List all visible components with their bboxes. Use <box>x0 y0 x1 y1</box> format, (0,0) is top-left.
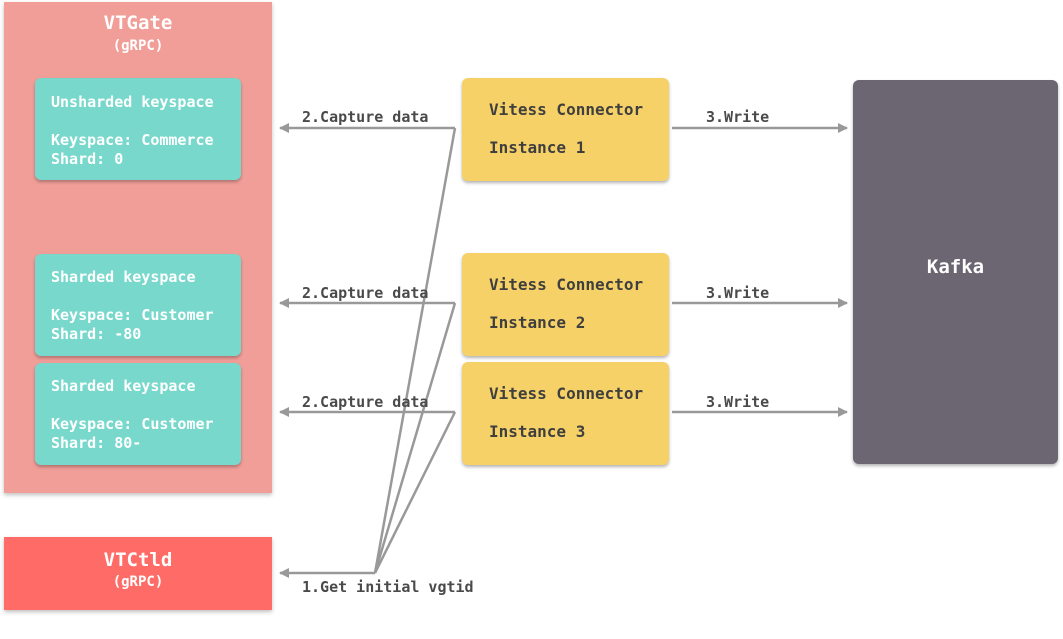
keyspace-name: Keyspace: Commerce <box>51 131 214 149</box>
keyspace-type: Sharded keyspace <box>51 377 196 395</box>
connector-instance: Instance 1 <box>489 138 586 157</box>
vtgate-box: VTGate (gRPC) Unsharded keyspace Keyspac… <box>4 2 272 493</box>
keyspace-box-customer-2: Sharded keyspace Keyspace: Customer Shar… <box>35 363 241 465</box>
vtgate-subtitle: (gRPC) <box>112 38 164 54</box>
diagonal-line-2 <box>373 302 457 574</box>
connector-name: Vitess Connector <box>489 384 644 403</box>
connector-name: Vitess Connector <box>489 100 644 119</box>
capture-label-3: 2.Capture data <box>302 393 429 411</box>
kafka-box: Kafka <box>853 80 1058 464</box>
write-label-3: 3.Write <box>706 393 770 411</box>
keyspace-box-customer-1: Sharded keyspace Keyspace: Customer Shar… <box>35 254 241 356</box>
write-label-2: 3.Write <box>706 284 770 302</box>
vtctld-title: VTCtld <box>103 549 173 571</box>
connector-name: Vitess Connector <box>489 275 644 294</box>
keyspace-shard: Shard: -80 <box>51 325 142 343</box>
vtctld-subtitle: (gRPC) <box>112 574 164 590</box>
connector-instance: Instance 3 <box>489 422 586 441</box>
vitess-connector-1: Vitess Connector Instance 1 <box>462 78 669 181</box>
vitess-connector-2: Vitess Connector Instance 2 <box>462 253 669 356</box>
vtctld-box: VTCtld (gRPC) <box>4 537 272 610</box>
keyspace-box-commerce: Unsharded keyspace Keyspace: Commerce Sh… <box>35 78 241 180</box>
diagonal-line-1 <box>373 127 457 574</box>
write-label-1: 3.Write <box>706 108 770 126</box>
keyspace-shard: Shard: 80- <box>51 434 142 452</box>
keyspace-name: Keyspace: Customer <box>51 306 214 324</box>
capture-label-2: 2.Capture data <box>302 284 429 302</box>
vgtid-label: 1.Get initial vgtid <box>302 578 474 596</box>
keyspace-type: Sharded keyspace <box>51 268 196 286</box>
connector-instance: Instance 2 <box>489 313 586 332</box>
kafka-label: Kafka <box>926 256 985 278</box>
keyspace-type: Unsharded keyspace <box>51 93 214 111</box>
vitess-connector-3: Vitess Connector Instance 3 <box>462 362 669 465</box>
keyspace-name: Keyspace: Customer <box>51 415 214 433</box>
capture-label-1: 2.Capture data <box>302 108 429 126</box>
keyspace-shard: Shard: 0 <box>51 150 124 168</box>
vtgate-title: VTGate <box>103 12 173 34</box>
diagonal-line-3 <box>373 411 457 574</box>
